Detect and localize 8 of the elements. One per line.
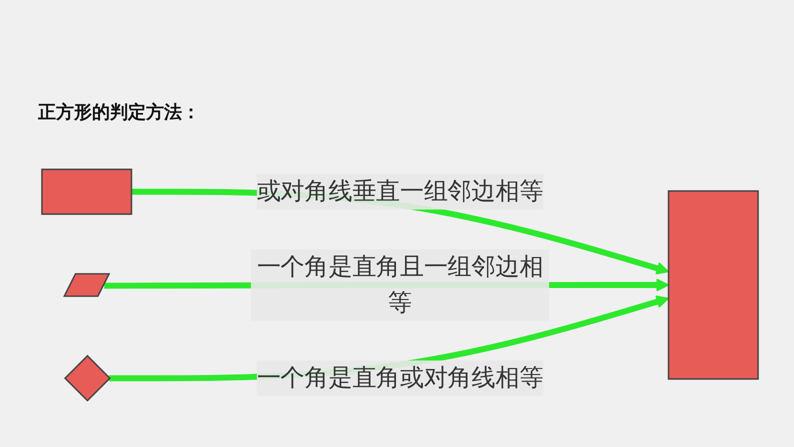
edge-label: 或对角线垂直一组邻边相等 [256, 176, 544, 206]
node-parallelogram [63, 273, 110, 297]
title: 正方形的判定方法： [38, 101, 200, 124]
node-box [668, 190, 759, 380]
edge-label: 一个角是直角或对角线相等 [256, 363, 544, 392]
edge-label: 一个角是直角且一组邻边相等 [256, 252, 544, 316]
node-diamond [64, 354, 111, 402]
node-box [41, 168, 132, 215]
